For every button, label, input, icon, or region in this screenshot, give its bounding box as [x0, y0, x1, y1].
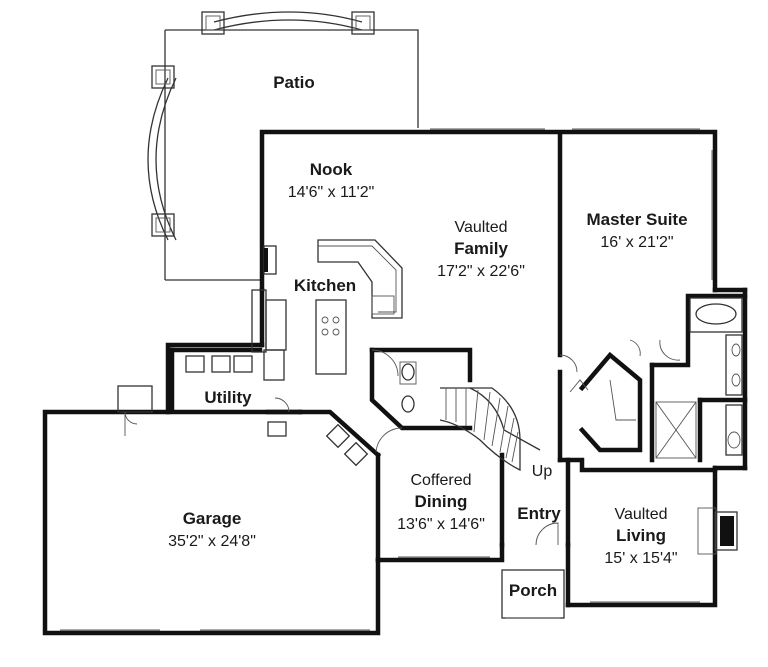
dining-label: Dining	[415, 492, 468, 511]
porch-area	[501, 569, 565, 619]
utility-fixtures	[185, 355, 290, 437]
family-size: 17'2" x 22'6"	[437, 263, 525, 280]
patio-column	[351, 11, 375, 35]
garage-features	[117, 385, 369, 467]
exterior-walls	[42, 129, 748, 636]
stairs-up-label: Up	[532, 463, 553, 480]
fireplace	[697, 507, 738, 555]
patio-column	[151, 65, 175, 89]
kitchen-label: Kitchen	[294, 276, 356, 295]
living-prefix: Vaulted	[614, 506, 667, 523]
garage-size: 35'2" x 24'8"	[168, 533, 256, 550]
doors	[375, 339, 681, 546]
patio-area	[147, 11, 419, 281]
room-labels: Patio Nook 14'6" x 11'2" Vaulted Family …	[168, 73, 687, 600]
nook-label: Nook	[310, 160, 353, 179]
utility-label: Utility	[204, 388, 252, 407]
family-label: Family	[454, 239, 508, 258]
living-label: Living	[616, 526, 666, 545]
patio-column	[151, 213, 175, 237]
powder-room	[371, 349, 417, 413]
porch-label: Porch	[509, 581, 557, 600]
family-prefix: Vaulted	[454, 219, 507, 236]
patio-column	[201, 11, 225, 35]
master-suite-size: 16' x 21'2"	[600, 234, 673, 251]
windows	[60, 128, 713, 631]
patio-label: Patio	[273, 73, 315, 92]
dining-prefix: Coffered	[410, 472, 471, 489]
staircase	[439, 387, 541, 472]
nook-size: 14'6" x 11'2"	[288, 184, 375, 201]
master-bath	[609, 297, 743, 459]
kitchen-counters	[251, 239, 403, 381]
master-suite-label: Master Suite	[586, 210, 687, 229]
entry-label: Entry	[517, 504, 561, 523]
living-size: 15' x 15'4"	[604, 550, 677, 567]
kitchen-island	[315, 299, 347, 375]
interior-walls	[169, 133, 748, 548]
dining-size: 13'6" x 14'6"	[397, 516, 485, 533]
garage-label: Garage	[183, 509, 242, 528]
